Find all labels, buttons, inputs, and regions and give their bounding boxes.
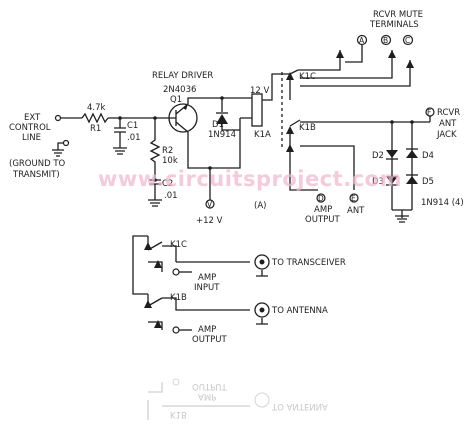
c1-value-label: .01 [127,133,141,143]
diodes-part-label: 1N914 (4) [421,198,464,208]
ground-to-label: (GROUND TO [9,159,66,169]
reflection: AMP OUTPUT K1B TO ANTENNA [170,381,328,419]
transmit-label: TRANSMIT) [12,170,60,180]
terminal-v-label: V [207,200,213,209]
wiring [52,34,435,420]
k1b-label: K1B [299,123,316,133]
r2-value-label: 10k [162,156,178,166]
reflection-amp-label: AMP [198,391,216,401]
d4-label: D4 [422,151,434,161]
amp-output-lower-label-1: AMP [198,325,216,335]
d1-part-label: 1N914 [208,130,236,140]
v12-label: 12 V [250,86,270,96]
d2-label: D2 [372,151,384,161]
q1-part-label: 2N4036 [163,85,196,95]
amp-output-lower-label-2: OUTPUT [192,335,227,345]
reflection-k1b-label: K1B [170,409,187,419]
q1-label: Q1 [170,95,182,105]
plus12v-label: +12 V [196,216,223,226]
amp-input-label-1: AMP [198,273,216,283]
terminal-a-label: A [359,36,365,45]
to-transceiver-label: TO TRANSCEIVER [271,258,346,268]
r1-value-label: 4.7k [87,103,106,113]
reflection-to-antenna-label: TO ANTENNA [271,401,328,411]
r2-label: R2 [162,146,173,156]
rcvr-ant-label-3: JACK [436,130,457,140]
rcvr-ant-label-2: ANT [439,119,457,129]
rcvr-ant-label-1: RCVR [437,108,460,118]
c1-label: C1 [127,121,138,131]
k1a-label: K1A [254,130,271,140]
ant-label: ANT [347,206,365,216]
figure-a-label: (A) [254,201,266,211]
d3-label: D3 [372,177,384,187]
amp-output-label-1: AMP [314,205,332,215]
r1-label: R1 [90,124,101,134]
amp-output-label-2: OUTPUT [305,215,340,225]
terminals-label: TERMINALS [369,20,419,30]
c2-label: C2 [162,179,173,189]
to-antenna-label: TO ANTENNA [271,306,328,316]
terminal-e-label: E [351,194,356,203]
line-label: LINE [22,133,41,143]
terminal-f-label: F [427,108,431,117]
k1c-lower-label: K1C [170,240,187,250]
reflection-output-label: OUTPUT [192,381,227,391]
c2-value-label: .01 [164,191,178,201]
d5-label: D5 [422,177,434,187]
terminal-d-label: D [318,194,324,203]
ext-label: EXT [24,113,41,123]
k1c-label: K1C [299,72,316,82]
rcvr-mute-label: RCVR MUTE [373,10,423,20]
relay-driver-label: RELAY DRIVER [152,71,213,81]
control-label: CONTROL [9,123,51,133]
labels: RCVR MUTE TERMINALS A B C F D E V RELAY … [9,10,464,419]
terminal-b-label: B [383,36,388,45]
amp-input-label-2: INPUT [194,283,220,293]
watermark: www.circuitsproject.com [98,167,402,191]
k1b-lower-label: K1B [170,293,187,303]
terminal-c-label: C [405,36,410,45]
d1-label: D1 [212,120,224,130]
